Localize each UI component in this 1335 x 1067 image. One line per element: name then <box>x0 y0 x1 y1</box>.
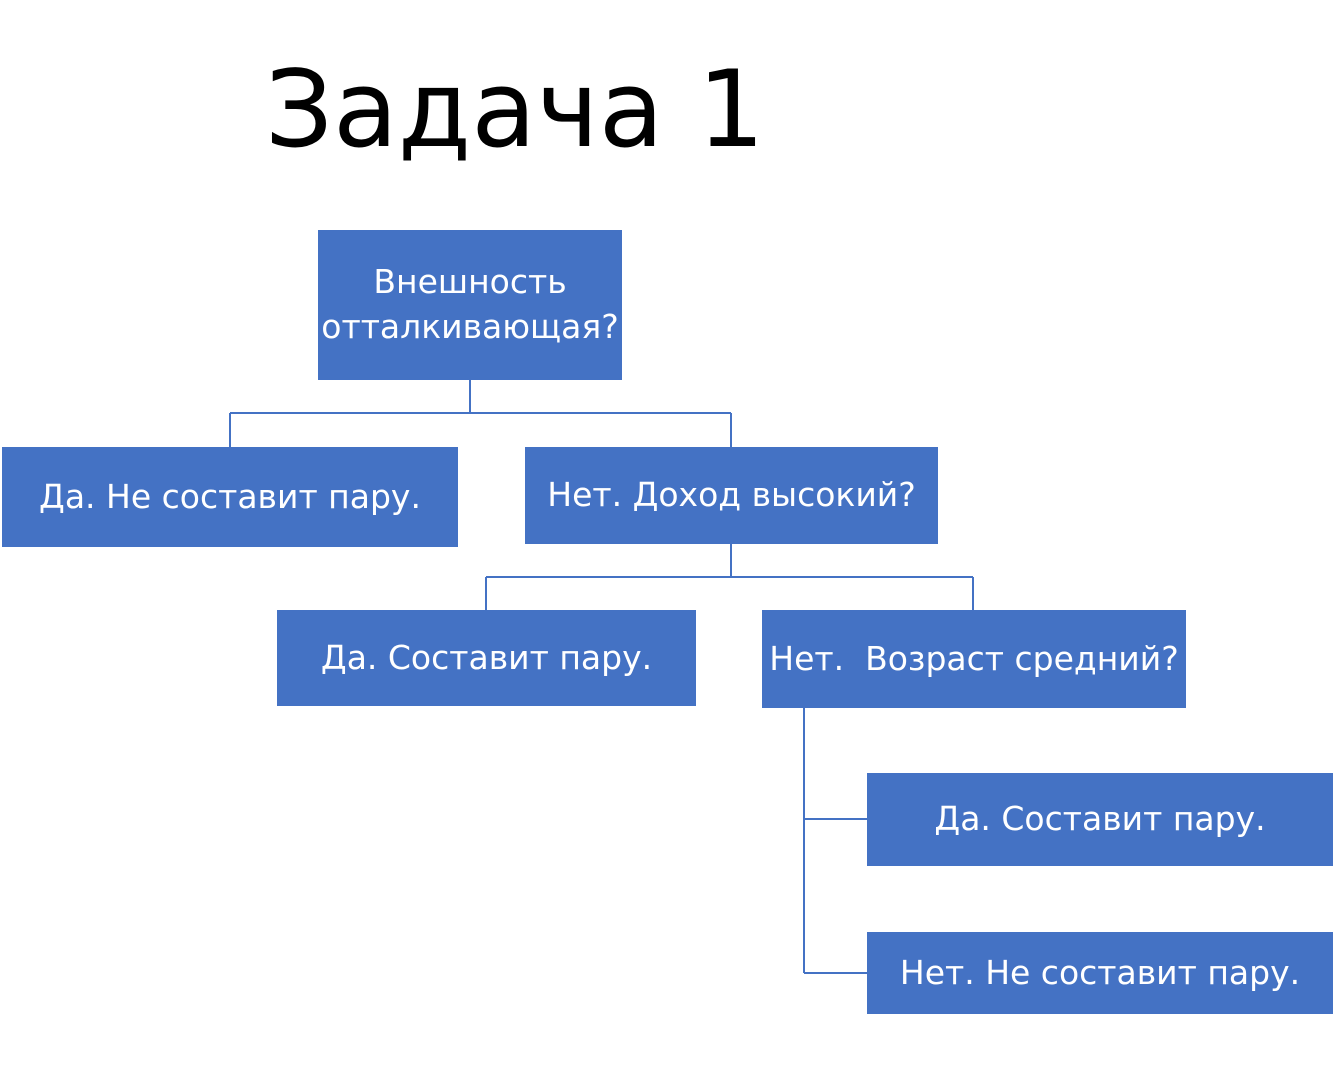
node-yes-no-pair-label: Да. Не составит пару. <box>39 476 421 516</box>
node-age-no-pair: Нет. Не составит пару. <box>867 932 1333 1014</box>
node-root-label: Внешность отталкивающая? <box>321 262 619 346</box>
node-age-yes-pair: Да. Составит пару. <box>867 773 1333 866</box>
node-root-appearance: Внешность отталкивающая? <box>318 230 622 380</box>
node-yes-pair-label: Да. Составит пару. <box>320 637 653 677</box>
node-yes-pair: Да. Составит пару. <box>277 610 696 706</box>
node-age-yes-pair-label: Да. Составит пару. <box>934 799 1266 839</box>
node-no-income-high-label: Нет. Доход высокий? <box>547 475 916 515</box>
node-no-age-middle: Нет. Возраст средний? <box>762 610 1186 708</box>
node-yes-no-pair: Да. Не составит пару. <box>2 447 458 547</box>
node-no-age-middle-label: Нет. Возраст средний? <box>769 638 1179 678</box>
node-no-income-high: Нет. Доход высокий? <box>525 447 938 544</box>
node-age-no-pair-label: Нет. Не составит пару. <box>899 952 1301 992</box>
page-title: Задача 1 <box>265 48 765 171</box>
